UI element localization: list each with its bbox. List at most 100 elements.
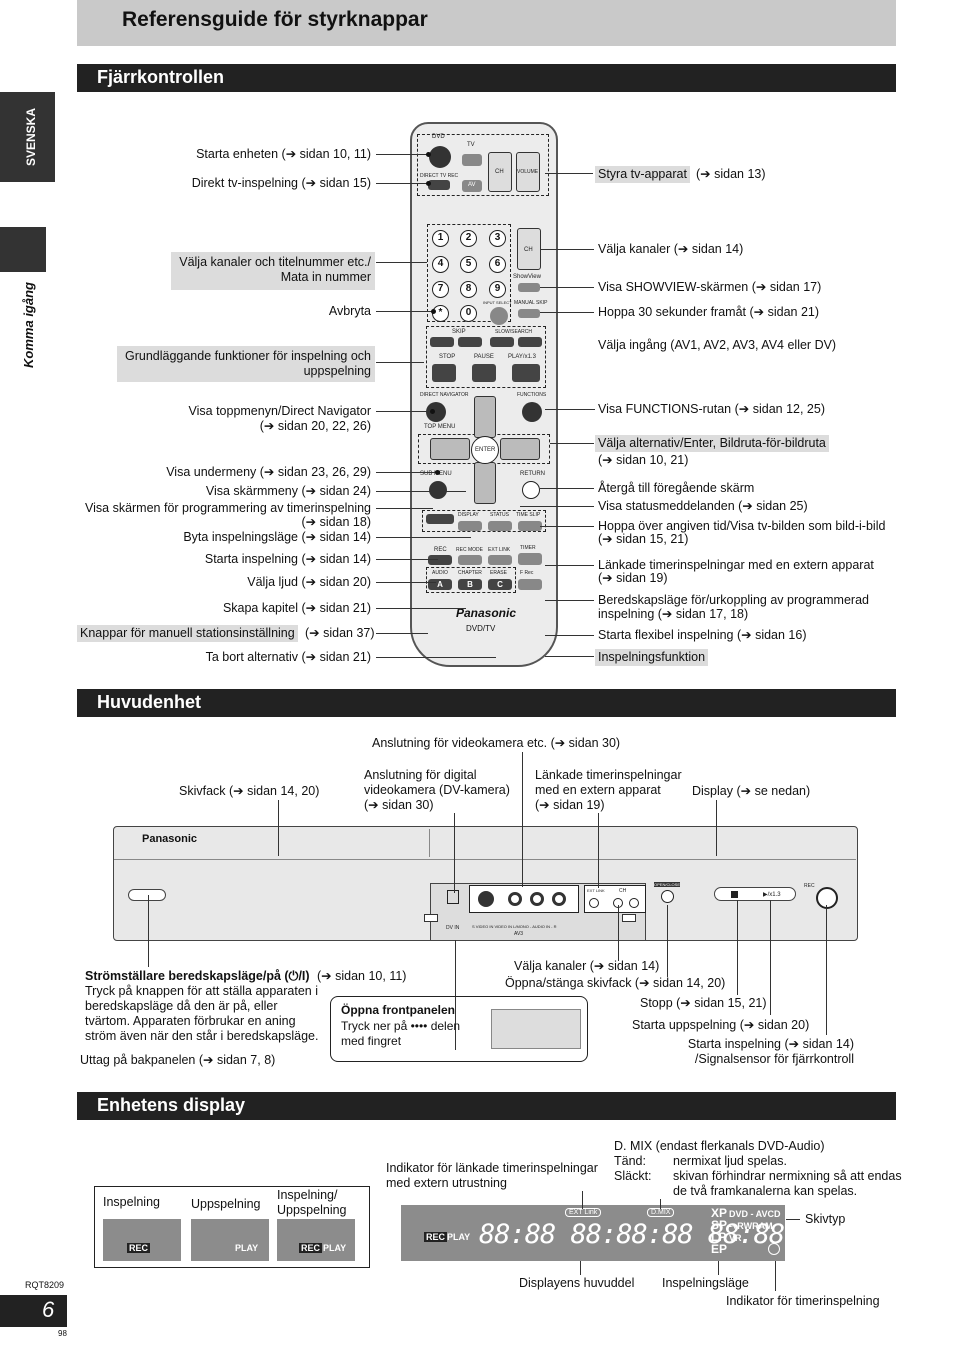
ch-up-button-unit[interactable]	[629, 898, 639, 908]
highlight-basic-functions	[117, 346, 375, 382]
search-forward-button[interactable]	[518, 337, 542, 347]
display-button[interactable]	[458, 521, 482, 531]
tv-power-button[interactable]	[462, 154, 482, 166]
mode-xp: XP	[711, 1206, 728, 1220]
label-timer-standby-1: Beredskapsläge för/urkoppling av program…	[598, 593, 869, 607]
pause-button[interactable]	[472, 364, 496, 382]
sub-menu-button[interactable]	[429, 481, 447, 499]
s-video-socket[interactable]	[478, 891, 494, 907]
section-display-title: Enhetens display	[77, 1092, 896, 1120]
mode-sp: SP	[711, 1218, 728, 1232]
label-manual-tuning: Knappar för manuell stationsinställning	[77, 625, 298, 642]
time-slip-button[interactable]	[518, 521, 542, 531]
power-button[interactable]	[429, 146, 451, 168]
mode-lp: LP	[711, 1230, 727, 1244]
dvd-label: DVD	[432, 134, 445, 140]
remote-brand-logo: Panasonic	[456, 606, 517, 620]
av3-input-panel	[469, 885, 579, 913]
label-ext-3: (➔ sidan 19)	[535, 798, 605, 812]
direct-navigator-button[interactable]	[426, 402, 446, 422]
enter-button[interactable]	[471, 436, 499, 464]
return-button[interactable]	[522, 481, 540, 499]
manual-skip-button[interactable]	[518, 309, 540, 318]
status-button[interactable]	[488, 521, 512, 531]
label-input-select: Välja ingång (AV1, AV2, AV3, AV4 eller D…	[598, 338, 837, 352]
side-tab-marker	[0, 227, 46, 272]
channel-rocker[interactable]	[517, 228, 541, 270]
erase-c-button[interactable]: C	[488, 579, 512, 590]
label-camcorder: Anslutning för videokamera etc. (➔ sidan…	[372, 736, 621, 750]
f-rec-button[interactable]	[518, 579, 542, 590]
abc-group	[426, 567, 516, 593]
rec-button[interactable]	[428, 555, 452, 565]
audio-l-socket[interactable]	[530, 892, 544, 906]
open-front-panel-callout: Öppna frontpanelen Tryck ner på •••• del…	[330, 996, 588, 1062]
ext-link-button[interactable]	[488, 555, 512, 565]
display-panel: REC PLAY EXT Link D.MIX 88:88 88:88:88 8…	[401, 1205, 785, 1261]
doc-code: RQT8209	[25, 1280, 65, 1290]
label-dmix-off-value-1: skivan förhindrar nermixning så att enda…	[673, 1169, 902, 1183]
cursor-right-button[interactable]	[500, 438, 540, 460]
section-remote-title: Fjärrkontrollen	[77, 64, 896, 92]
return-label: RETURN	[520, 471, 545, 477]
disc-tray[interactable]	[130, 829, 430, 857]
key-3[interactable]: 3	[489, 230, 506, 247]
key-8[interactable]: 8	[460, 281, 477, 298]
label-display-main: Displayens huvuddel	[519, 1276, 635, 1290]
label-basic-functions-2: uppspelning	[303, 364, 371, 378]
tv-channel-rocker[interactable]	[488, 152, 512, 192]
dv-in-socket[interactable]	[447, 890, 459, 904]
rec-key-label: REC	[434, 547, 447, 553]
audio-r-socket[interactable]	[552, 892, 566, 906]
label-rear-socket: Uttag på bakpanelen (➔ sidan 7, 8)	[80, 1053, 276, 1067]
timer-button[interactable]	[518, 553, 542, 565]
open-front-panel-text-2: med fingret	[341, 1034, 402, 1048]
key-1[interactable]: 1	[432, 230, 449, 247]
dmix-indicator: D.MIX	[647, 1208, 675, 1217]
av-button[interactable]	[462, 180, 482, 192]
ext-link-button-unit[interactable]	[589, 898, 599, 908]
direct-tv-rec-label: DIRECT TV REC	[420, 173, 459, 179]
play-button-unit[interactable]: ▶/x1.3	[763, 892, 781, 898]
av-label: AV	[468, 182, 476, 188]
input-select-button[interactable]	[490, 307, 508, 325]
open-close-label: OPEN/CLOSE	[654, 882, 681, 887]
chapter-b-button[interactable]: B	[458, 579, 482, 590]
cursor-down-button[interactable]	[474, 462, 496, 504]
audio-a-button[interactable]: A	[428, 579, 452, 590]
disc-type-dvd-avcd: DVD - AVCD	[729, 1209, 781, 1219]
play-button[interactable]	[512, 364, 540, 382]
key-2[interactable]: 2	[460, 230, 477, 247]
open-close-button[interactable]	[661, 890, 674, 903]
f-rec-key-label: F Rec	[520, 570, 534, 576]
key-7[interactable]: 7	[432, 281, 449, 298]
power-switch[interactable]	[128, 889, 166, 901]
key-5[interactable]: 5	[460, 256, 477, 273]
label-state-recplay-1: Inspelning/	[277, 1188, 338, 1202]
cursor-left-button[interactable]	[430, 438, 470, 460]
rec-button-unit[interactable]	[816, 887, 838, 909]
pause-label: PAUSE	[474, 354, 494, 360]
key-0[interactable]: 0	[460, 305, 477, 322]
skip-forward-button[interactable]	[458, 337, 482, 347]
key-9[interactable]: 9	[489, 281, 506, 298]
label-unit-channels: Välja kanaler (➔ sidan 14)	[514, 959, 660, 973]
functions-button[interactable]	[522, 402, 542, 422]
rec-mode-button[interactable]	[458, 555, 482, 565]
stop-button[interactable]	[432, 364, 456, 382]
tv-volume-rocker[interactable]	[516, 152, 540, 192]
key-4[interactable]: 4	[432, 256, 449, 273]
key-6[interactable]: 6	[489, 256, 506, 273]
search-back-button[interactable]	[490, 337, 514, 347]
video-socket[interactable]	[508, 892, 522, 906]
stop-button-unit[interactable]	[731, 891, 738, 898]
stop-play-buttons: ▶/x1.3	[714, 887, 796, 901]
cursor-up-button[interactable]	[474, 396, 496, 438]
label-ext-2: med en extern apparat	[535, 783, 661, 797]
time-slip-label: TIME SLIP	[516, 512, 541, 518]
direct-tv-rec-button[interactable]	[428, 180, 450, 190]
prog-check-button[interactable]	[426, 514, 454, 524]
skip-back-button[interactable]	[430, 337, 454, 347]
showview-button[interactable]	[518, 283, 540, 292]
direct-navigator-label: DIRECT NAVIGATOR	[420, 392, 469, 398]
